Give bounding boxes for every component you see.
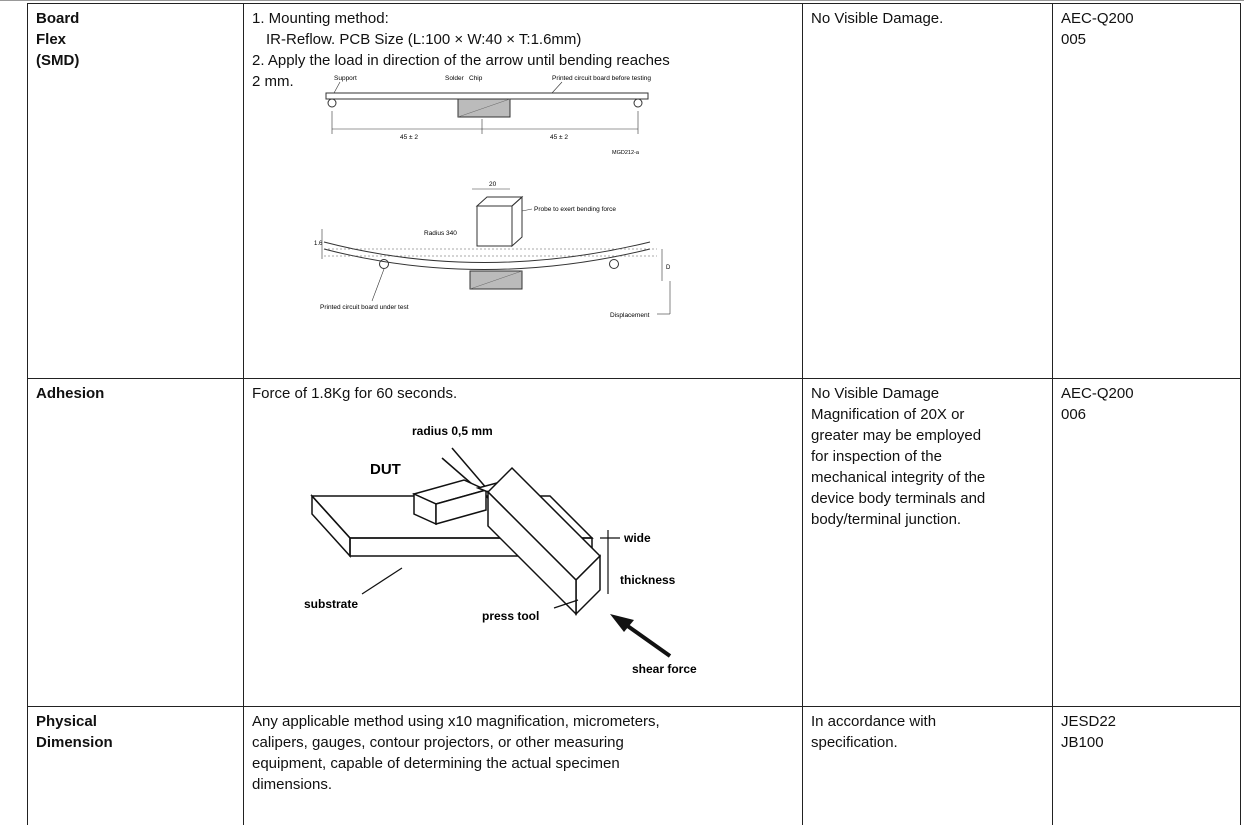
test-item-cell: Adhesion: [27, 378, 244, 707]
method-line: Any applicable method using x10 magnific…: [252, 713, 660, 730]
substrate-label: substrate: [304, 597, 358, 611]
test-method-cell: Any applicable method using x10 magnific…: [243, 706, 803, 825]
reference-line: 006: [1061, 406, 1087, 423]
board-flex-diagram: Support Solder Chip Printed circuit boar…: [314, 75, 671, 319]
table-row-adhesion: Adhesion Force of 1.8Kg for 60 seconds. …: [27, 378, 1241, 707]
reference-line: AEC-Q200: [1061, 385, 1134, 402]
test-item-line: Dimension: [36, 734, 113, 751]
test-item-cell: Board Flex (SMD): [27, 3, 244, 379]
method-line: calipers, gauges, contour projectors, or…: [252, 734, 624, 751]
criteria-line: Magnification of 20X or: [811, 406, 965, 423]
test-item-cell: Physical Dimension: [27, 706, 244, 825]
reference-cell: AEC-Q200 006: [1052, 378, 1241, 707]
dim-left-label: 45 ± 2: [400, 134, 418, 141]
pcb-under-label: Printed circuit board under test: [320, 304, 409, 311]
wide-label: wide: [623, 531, 651, 545]
displacement-label: Displacement: [610, 312, 650, 319]
test-item-line: Physical: [36, 713, 97, 730]
criteria-cell: No Visible Damage Magnification of 20X o…: [802, 378, 1053, 707]
chip-label: Chip: [469, 75, 483, 82]
criteria-line: for inspection of the: [811, 448, 942, 465]
probe-label: Probe to exert bending force: [534, 206, 616, 213]
solder-label: Solder: [445, 75, 465, 82]
thickness-label: thickness: [620, 573, 676, 587]
radius-label: radius 0,5 mm: [412, 424, 493, 438]
support-label: Support: [334, 75, 357, 82]
criteria-text: No Visible Damage.: [811, 10, 944, 27]
criteria-cell: No Visible Damage.: [802, 3, 1053, 379]
reference-cell: AEC-Q200 005: [1052, 3, 1241, 379]
test-item-line: Board: [36, 10, 80, 27]
criteria-line: In accordance with: [811, 713, 937, 730]
test-item-line: Flex: [36, 31, 67, 48]
method-line: 2. Apply the load in direction of the ar…: [252, 52, 670, 69]
method-line: 2 mm.: [252, 73, 294, 90]
criteria-line: specification.: [811, 734, 898, 751]
criteria-line: greater may be employed: [811, 427, 982, 444]
criteria-line: No Visible Damage: [811, 385, 940, 402]
top-rule: [0, 0, 1244, 1]
dut-label: DUT: [370, 461, 401, 478]
radius-label: Radius 340: [424, 230, 457, 237]
criteria-line: device body terminals and: [811, 490, 986, 507]
fig-code-label: MGD212-a: [612, 150, 640, 156]
criteria-line: body/terminal junction.: [811, 511, 962, 528]
adhesion-diagram: radius 0,5 mm DUT wide: [304, 424, 697, 676]
method-line: 1. Mounting method:: [252, 10, 389, 27]
reference-cell: JESD22 JB100: [1052, 706, 1241, 825]
probe-width-label: 20: [489, 181, 497, 188]
reference-line: 005: [1061, 31, 1087, 48]
thickness-label: 1.6: [314, 241, 323, 247]
d-label: D: [666, 265, 671, 271]
reference-line: JB100: [1061, 734, 1104, 751]
criteria-cell: In accordance with specification.: [802, 706, 1053, 825]
test-method-cell: 1. Mounting method: IR-Reflow. PCB Size …: [243, 3, 803, 379]
dim-right-label: 45 ± 2: [550, 134, 568, 141]
method-line: Force of 1.8Kg for 60 seconds.: [252, 385, 458, 402]
method-line: dimensions.: [252, 776, 333, 793]
pcb-before-label: Printed circuit board before testing: [552, 75, 651, 82]
test-spec-table: Board Flex (SMD) 1. Mounting method: IR-…: [27, 3, 1241, 825]
shear-force-label: shear force: [632, 662, 697, 676]
table-row-physical-dimension: Physical Dimension Any applicable method…: [27, 706, 1241, 825]
table-row-board-flex: Board Flex (SMD) 1. Mounting method: IR-…: [27, 3, 1241, 379]
reference-line: AEC-Q200: [1061, 10, 1134, 27]
reference-line: JESD22: [1061, 713, 1117, 730]
test-item-line: Adhesion: [36, 385, 105, 402]
test-item-line: (SMD): [36, 52, 80, 69]
test-method-cell: Force of 1.8Kg for 60 seconds. radius 0,…: [243, 378, 803, 707]
criteria-line: mechanical integrity of the: [811, 469, 986, 486]
press-tool-label: press tool: [482, 609, 539, 623]
method-line: equipment, capable of determining the ac…: [252, 755, 620, 772]
method-line: IR-Reflow. PCB Size (L:100 × W:40 × T:1.…: [266, 31, 582, 48]
